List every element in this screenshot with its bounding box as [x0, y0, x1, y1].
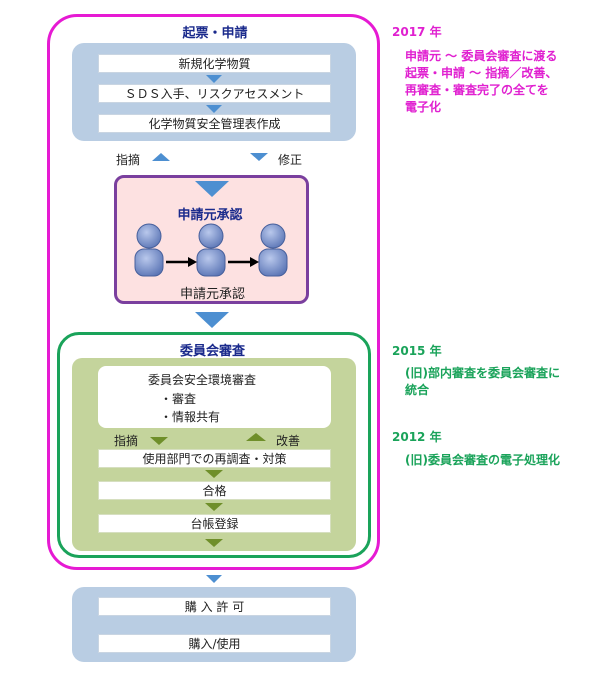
committee-improve-label: 改善	[276, 434, 301, 448]
request-step-management-table: 化学物質安全管理表作成	[98, 114, 331, 133]
arrow-down-icon	[205, 539, 223, 547]
purchase-use: 購入/使用	[98, 634, 331, 653]
arrow-down-icon	[205, 503, 223, 511]
note-2017-year: 2017 年	[392, 25, 442, 39]
arrow-right-icon	[166, 257, 197, 267]
arrow-down-icon	[250, 153, 268, 161]
approval-caption: 申請元承認	[179, 287, 245, 302]
arrow-down-icon	[206, 575, 222, 583]
arrow-up-icon	[246, 433, 266, 441]
feedback-point-out-label: 指摘	[116, 153, 141, 167]
approval-chain-graphic	[134, 223, 288, 277]
request-step-new-chemical: 新規化学物質	[98, 54, 331, 73]
person-icon	[196, 223, 226, 277]
note-2015-line: (旧)部内審査を委員会審査に	[405, 366, 560, 380]
committee-step-reinvestigation: 使用部門での再調査・対策	[98, 449, 331, 468]
note-2017-text: 申請元 ～ 委員会審査に渡る 起票・申請 ～ 指摘／改善、 再審査・審査完了の全…	[405, 48, 603, 116]
arrow-down-icon	[206, 75, 222, 83]
note-2017-line: 電子化	[405, 100, 442, 114]
committee-review-box	[98, 366, 331, 428]
note-2012-text: (旧)委員会審査の電子処理化	[405, 452, 603, 469]
arrow-up-icon	[152, 153, 170, 161]
purchase-permit: 購 入 許 可	[98, 597, 331, 616]
electronic-scope-2017-frame	[47, 14, 380, 570]
person-icon	[258, 223, 288, 277]
committee-review-title: 委員会安全環境審査	[148, 373, 257, 387]
request-section-title: 起票・申請	[182, 26, 248, 41]
arrow-down-icon	[206, 105, 222, 113]
committee-step-pass: 合格	[98, 481, 331, 500]
arrow-down-icon	[195, 312, 229, 328]
arrow-right-icon	[228, 257, 259, 267]
arrow-down-icon	[150, 437, 168, 445]
note-2017-line: 申請元 ～ 委員会審査に渡る	[405, 49, 558, 63]
note-2017-line: 再審査・審査完了の全てを	[405, 83, 549, 97]
committee-review-item-info-share: ・情報共有	[160, 410, 221, 424]
approval-title: 申請元承認	[177, 208, 243, 223]
arrow-down-icon	[195, 181, 229, 197]
committee-review-item-review: ・審査	[160, 392, 197, 406]
note-2015-line: 統合	[405, 383, 430, 397]
committee-step-ledger-register: 台帳登録	[98, 514, 331, 533]
committee-point-out-label: 指摘	[114, 434, 139, 448]
feedback-correct-label: 修正	[278, 153, 303, 167]
note-2017-line: 起票・申請 ～ 指摘／改善、	[405, 66, 558, 80]
arrow-down-icon	[205, 470, 223, 478]
committee-review-frame	[57, 332, 371, 558]
note-2012-line: (旧)委員会審査の電子処理化	[405, 453, 560, 467]
person-icon	[134, 223, 164, 277]
note-2015-text: (旧)部内審査を委員会審査に 統合	[405, 365, 603, 399]
committee-title: 委員会審査	[179, 344, 245, 359]
note-2012-year: 2012 年	[392, 430, 442, 444]
note-2015-year: 2015 年	[392, 344, 442, 358]
request-step-sds: ＳＤＳ入手、リスクアセスメント	[98, 84, 331, 103]
